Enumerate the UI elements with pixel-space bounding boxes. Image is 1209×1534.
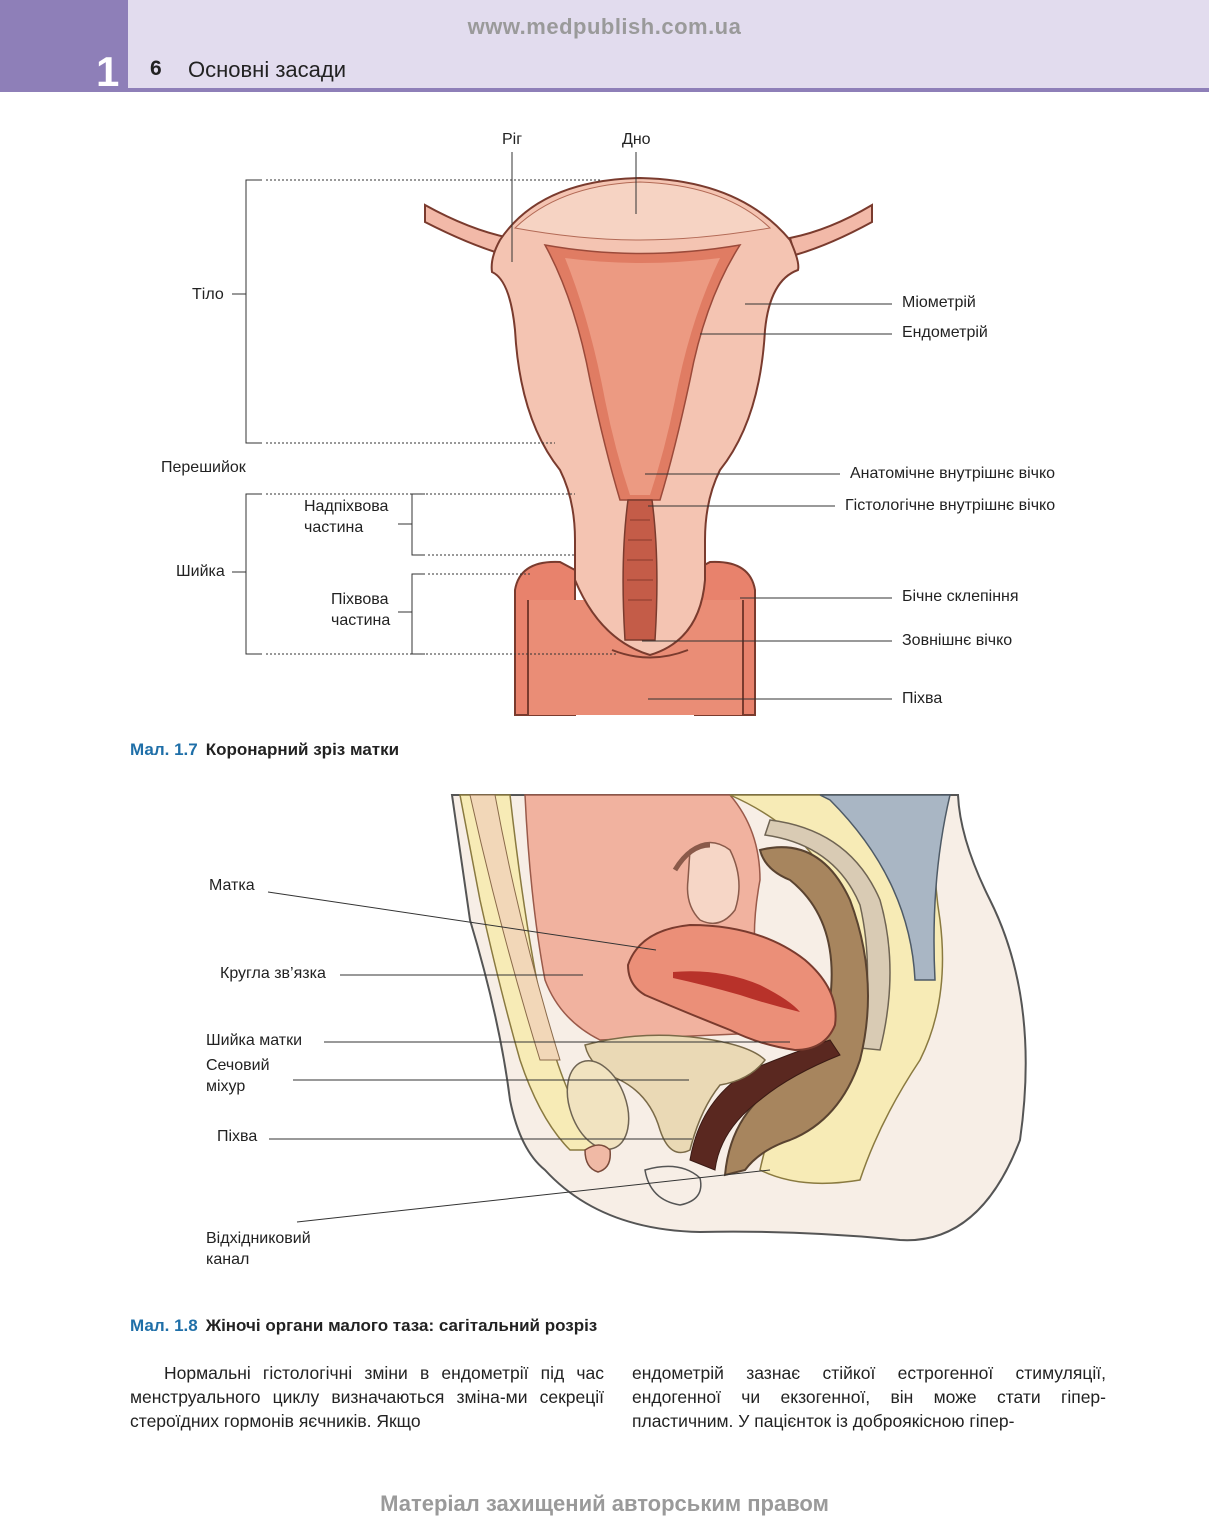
body-text-column-2: ендометрій зазнає стійкої естрогенної ст… bbox=[632, 1363, 1106, 1431]
label-isthmus: Перешийок bbox=[161, 459, 246, 476]
figure-1-8-title: Жіночі органи малого таза: сагітальний р… bbox=[205, 1316, 598, 1335]
figure-1-7-number: Мал. 1.7 bbox=[130, 740, 198, 759]
label-anatomical-internal-os: Анатомічне внутрішнє вічко bbox=[850, 465, 1056, 482]
label-horn: Ріг bbox=[502, 131, 523, 148]
uterus-coronal-diagram bbox=[424, 176, 873, 716]
figure-1-7-title: Коронарний зріз матки bbox=[205, 740, 400, 759]
label-uterus: Матка bbox=[209, 877, 255, 894]
header-rule bbox=[0, 88, 1209, 92]
figure-1-7-leaders bbox=[232, 152, 892, 700]
figure-1-7-caption: Мал. 1.7 Коронарний зріз матки bbox=[130, 740, 399, 760]
page-number: 6 bbox=[150, 57, 162, 80]
label-lateral-fornix: Бічне склепіння bbox=[902, 588, 1019, 605]
site-url[interactable]: www.medpublish.com.ua bbox=[467, 14, 742, 39]
label-external-os: Зовнішнє вічко bbox=[902, 632, 1013, 649]
label-vagina: Піхва bbox=[902, 690, 943, 707]
section-title: Основні засади bbox=[188, 57, 347, 82]
pelvis-sagittal-diagram bbox=[450, 794, 1027, 1242]
label-cervix-uteri: Шийка матки bbox=[206, 1032, 303, 1049]
copyright-watermark: Матеріал захищений авторським правом bbox=[380, 1491, 829, 1516]
label-histological-internal-os: Гістологічне внутрішнє вічко bbox=[845, 497, 1056, 514]
label-endometrium: Ендометрій bbox=[902, 324, 988, 341]
chapter-tab bbox=[0, 0, 128, 92]
page-header bbox=[0, 0, 1209, 90]
label-round-ligament: Кругла зв’язка bbox=[220, 965, 326, 982]
chapter-number: 1 bbox=[96, 48, 120, 95]
label-cervix: Шийка bbox=[176, 563, 225, 580]
label-fundus: Дно bbox=[622, 131, 651, 148]
label-vaginal-part: Піхвова частина bbox=[331, 591, 391, 629]
label-body: Тіло bbox=[192, 286, 224, 303]
figure-1-8-leaders bbox=[267, 891, 790, 1223]
label-supravaginal-part: Надпіхвова частина bbox=[304, 498, 389, 536]
label-myometrium: Міометрій bbox=[902, 294, 976, 311]
body-text-column-1: Нормальні гістологічні зміни в ендометрі… bbox=[130, 1363, 604, 1431]
label-bladder: Сечовий міхур bbox=[206, 1057, 270, 1095]
label-anal-canal: Відхідниковий канал bbox=[206, 1230, 311, 1268]
figure-1-8-number: Мал. 1.8 bbox=[130, 1316, 198, 1335]
label-vagina-sagittal: Піхва bbox=[217, 1128, 258, 1145]
figure-1-8-caption: Мал. 1.8 Жіночі органи малого таза: сагіт… bbox=[130, 1316, 597, 1336]
